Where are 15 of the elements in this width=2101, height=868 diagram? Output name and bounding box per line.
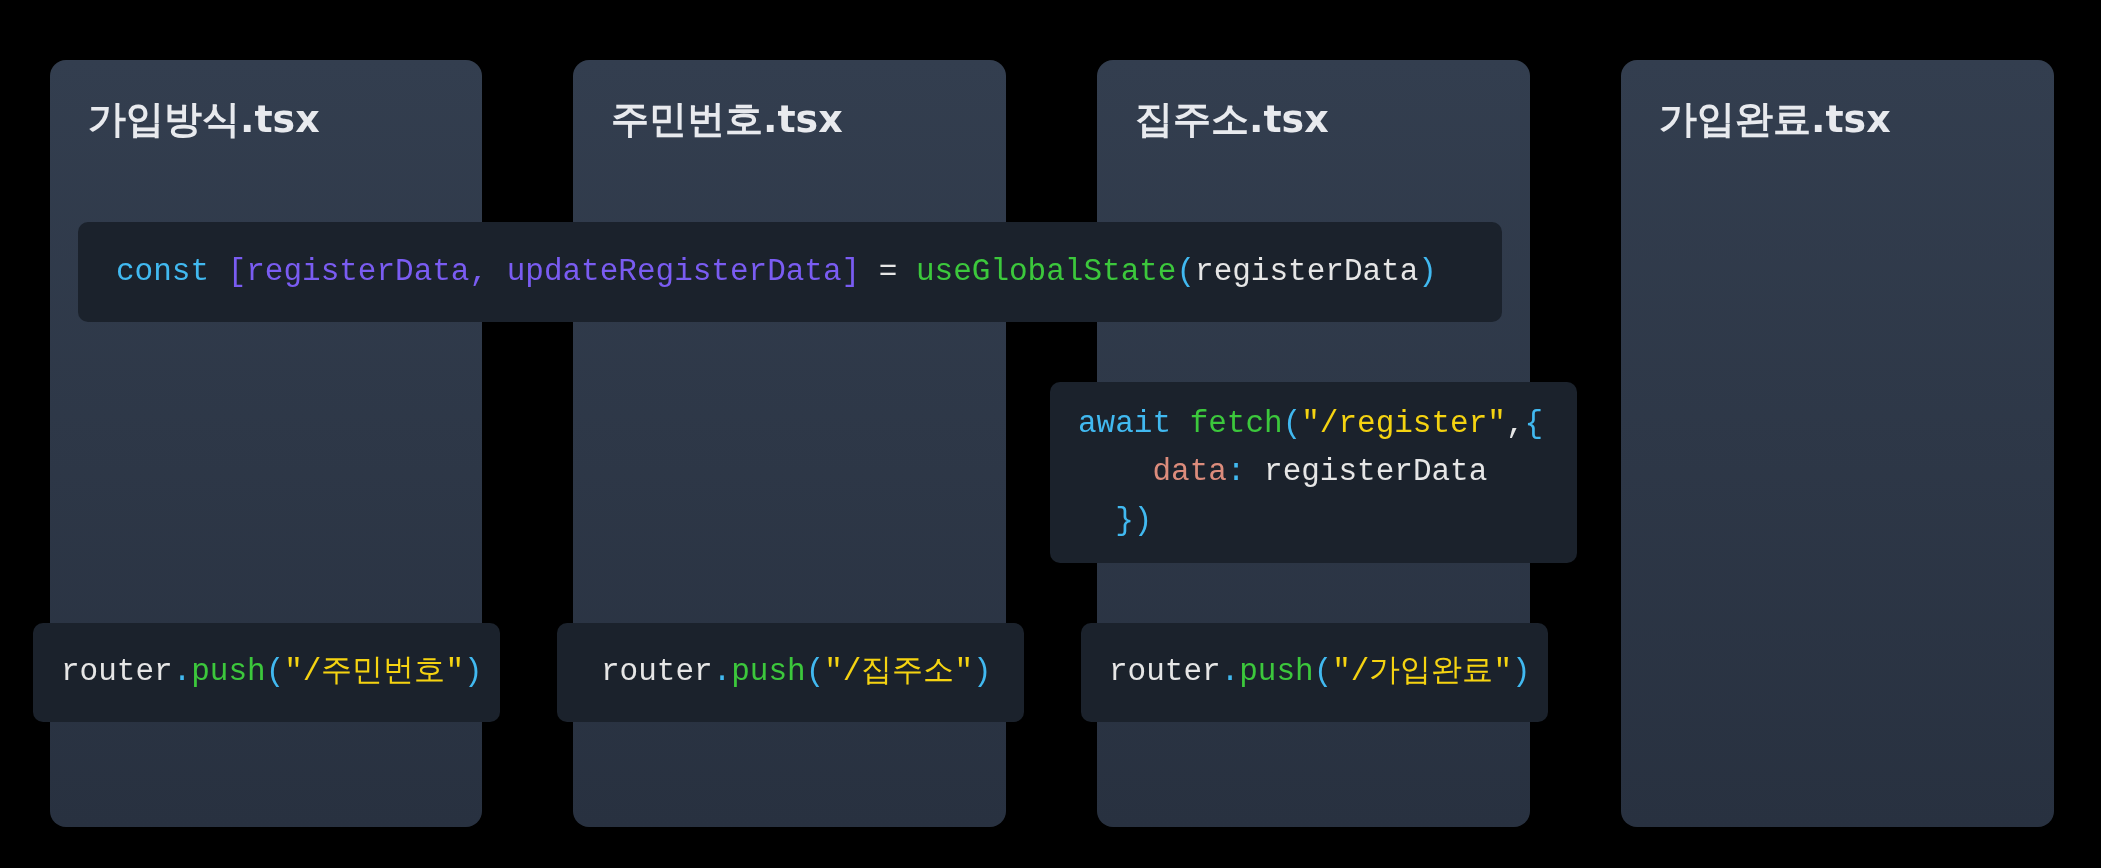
file-name: 가입방식.tsx xyxy=(88,96,320,143)
file-name: 주민번호.tsx xyxy=(611,96,843,143)
file-panel xyxy=(1621,60,2054,827)
code-line: router.push("/집주소") xyxy=(601,653,992,692)
file-name: 집주소.tsx xyxy=(1135,96,1329,143)
code-line: router.push("/가입완료") xyxy=(1109,653,1531,692)
code-snippet-card xyxy=(1050,382,1577,563)
code-snippet-card xyxy=(33,623,500,722)
code-line: await fetch("/register",{ data: registerData }) xyxy=(1078,405,1544,540)
file-name: 가입완료.tsx xyxy=(1659,96,1891,143)
code-snippet-card xyxy=(78,222,1502,322)
code-snippet-card xyxy=(1081,623,1548,722)
code-line: router.push("/주민번호") xyxy=(61,653,483,692)
code-line: const [registerData, updateRegisterData] = useGlobalState(registerData) xyxy=(116,252,1437,291)
code-snippet-card xyxy=(557,623,1024,722)
